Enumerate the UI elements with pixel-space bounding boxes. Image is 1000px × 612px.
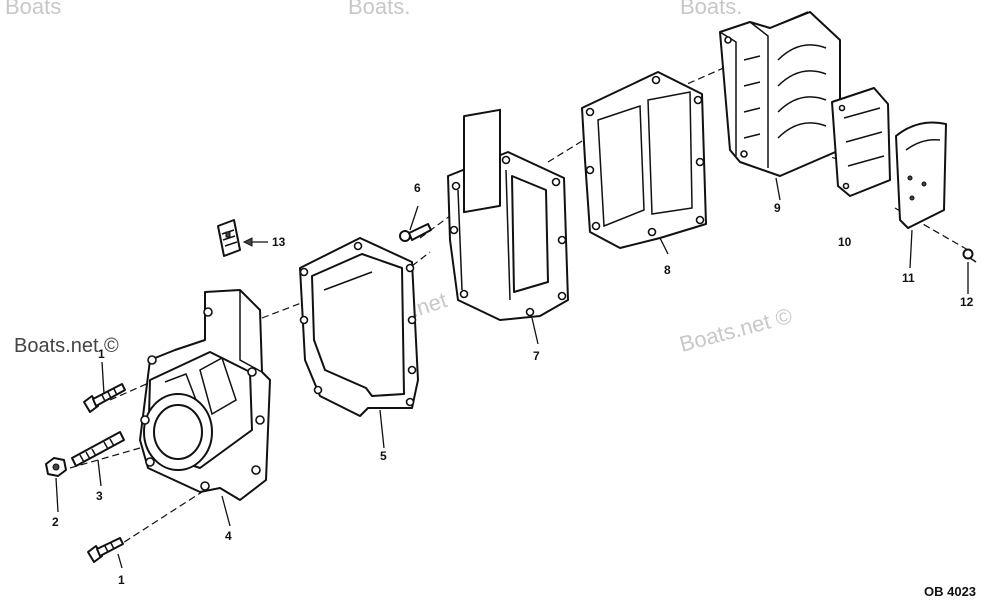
callout-7: 7 [533, 349, 540, 363]
watermark-right: Boats.net © [677, 303, 795, 357]
callout-8: 8 [664, 263, 671, 277]
part-11-reed-stop [895, 121, 947, 229]
callout-3: 3 [96, 489, 103, 503]
callout-9: 9 [774, 201, 781, 215]
callout-13: 13 [272, 235, 286, 249]
part-9-reed-block [719, 11, 841, 177]
callout-1-upper: 1 [98, 347, 105, 361]
watermark-top-left: Boats [5, 0, 61, 19]
part-1-bolt-upper [83, 383, 126, 413]
watermark-top-center: Boats. [348, 0, 410, 19]
part-6-screw [399, 223, 432, 242]
leader-lines [55, 177, 969, 569]
part-8-gasket [581, 71, 707, 249]
part-2-nut [45, 457, 67, 477]
callout-10: 10 [838, 235, 852, 249]
part-5-gasket [299, 237, 419, 417]
callout-6: 6 [414, 181, 421, 195]
callout-4: 4 [225, 529, 232, 543]
part-1-bolt-lower [87, 537, 124, 563]
part-4-intake-housing [139, 289, 271, 501]
callout-12: 12 [960, 295, 974, 309]
part-12-screw [962, 248, 977, 263]
watermark-boats-net: Boats.net © [14, 335, 119, 357]
callout-5: 5 [380, 449, 387, 463]
callout-2: 2 [52, 515, 59, 529]
figure-code: OB 4023 [924, 584, 976, 599]
watermark-top-right: Boats. [680, 0, 742, 19]
callout-1-lower: 1 [118, 573, 125, 587]
callout-11: 11 [902, 271, 915, 285]
part-13-decal [217, 219, 241, 257]
part-3-stud [71, 431, 125, 467]
part-7-reed-plate [447, 108, 569, 321]
part-10-reed-petal [831, 87, 891, 197]
